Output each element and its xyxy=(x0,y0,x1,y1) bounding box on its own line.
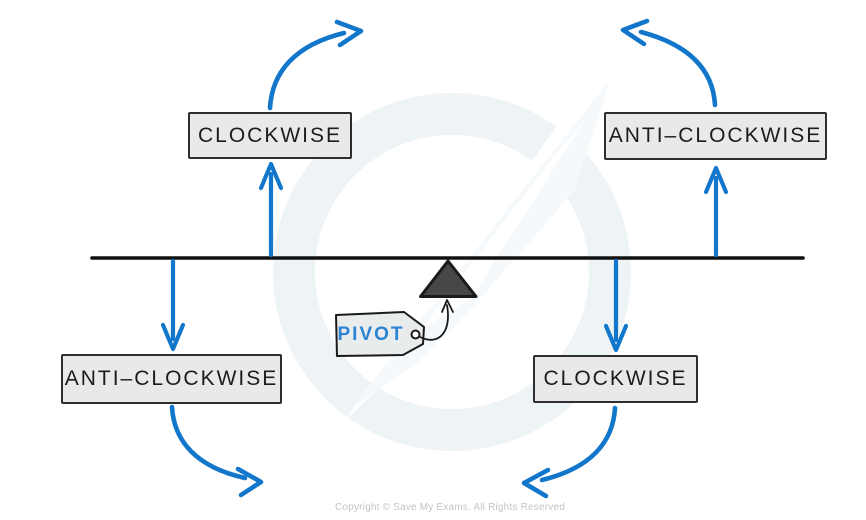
label-text-anticlockwise-top-right: ANTI–CLOCKWISE xyxy=(608,124,823,147)
copyright-text: Copyright © Save My Exams. All Rights Re… xyxy=(335,502,565,513)
label-text-clockwise-bottom-right: CLOCKWISE xyxy=(543,367,688,390)
pivot-tag-hole xyxy=(410,329,421,340)
rotation-arrow-anticlockwise-bottom-left xyxy=(169,404,264,498)
rotation-arrow-clockwise-bottom-right xyxy=(521,405,618,499)
rotation-arrow-clockwise-top-left xyxy=(267,19,364,111)
label-box-anticlockwise-bottom-left: ANTI–CLOCKWISE xyxy=(61,354,282,404)
pivot-string-arrow xyxy=(419,299,454,341)
label-box-clockwise-bottom-right: CLOCKWISE xyxy=(533,355,698,403)
pivot-tag xyxy=(335,311,425,357)
label-text-clockwise-top-left: CLOCKWISE xyxy=(197,123,343,147)
pivot-triangle xyxy=(419,259,478,298)
force-arrow-up-left xyxy=(258,161,284,258)
force-arrow-down-right xyxy=(603,258,629,353)
label-box-clockwise-top-left: CLOCKWISE xyxy=(188,112,352,159)
label-box-anticlockwise-top-right: ANTI–CLOCKWISE xyxy=(604,112,827,160)
rotation-arrow-anticlockwise-top-right xyxy=(620,18,718,108)
force-arrow-up-right xyxy=(703,165,729,258)
force-arrow-down-left xyxy=(160,258,186,352)
label-text-anticlockwise-bottom-left: ANTI–CLOCKWISE xyxy=(64,367,279,390)
pivot-tag-label: PIVOT xyxy=(337,324,405,345)
